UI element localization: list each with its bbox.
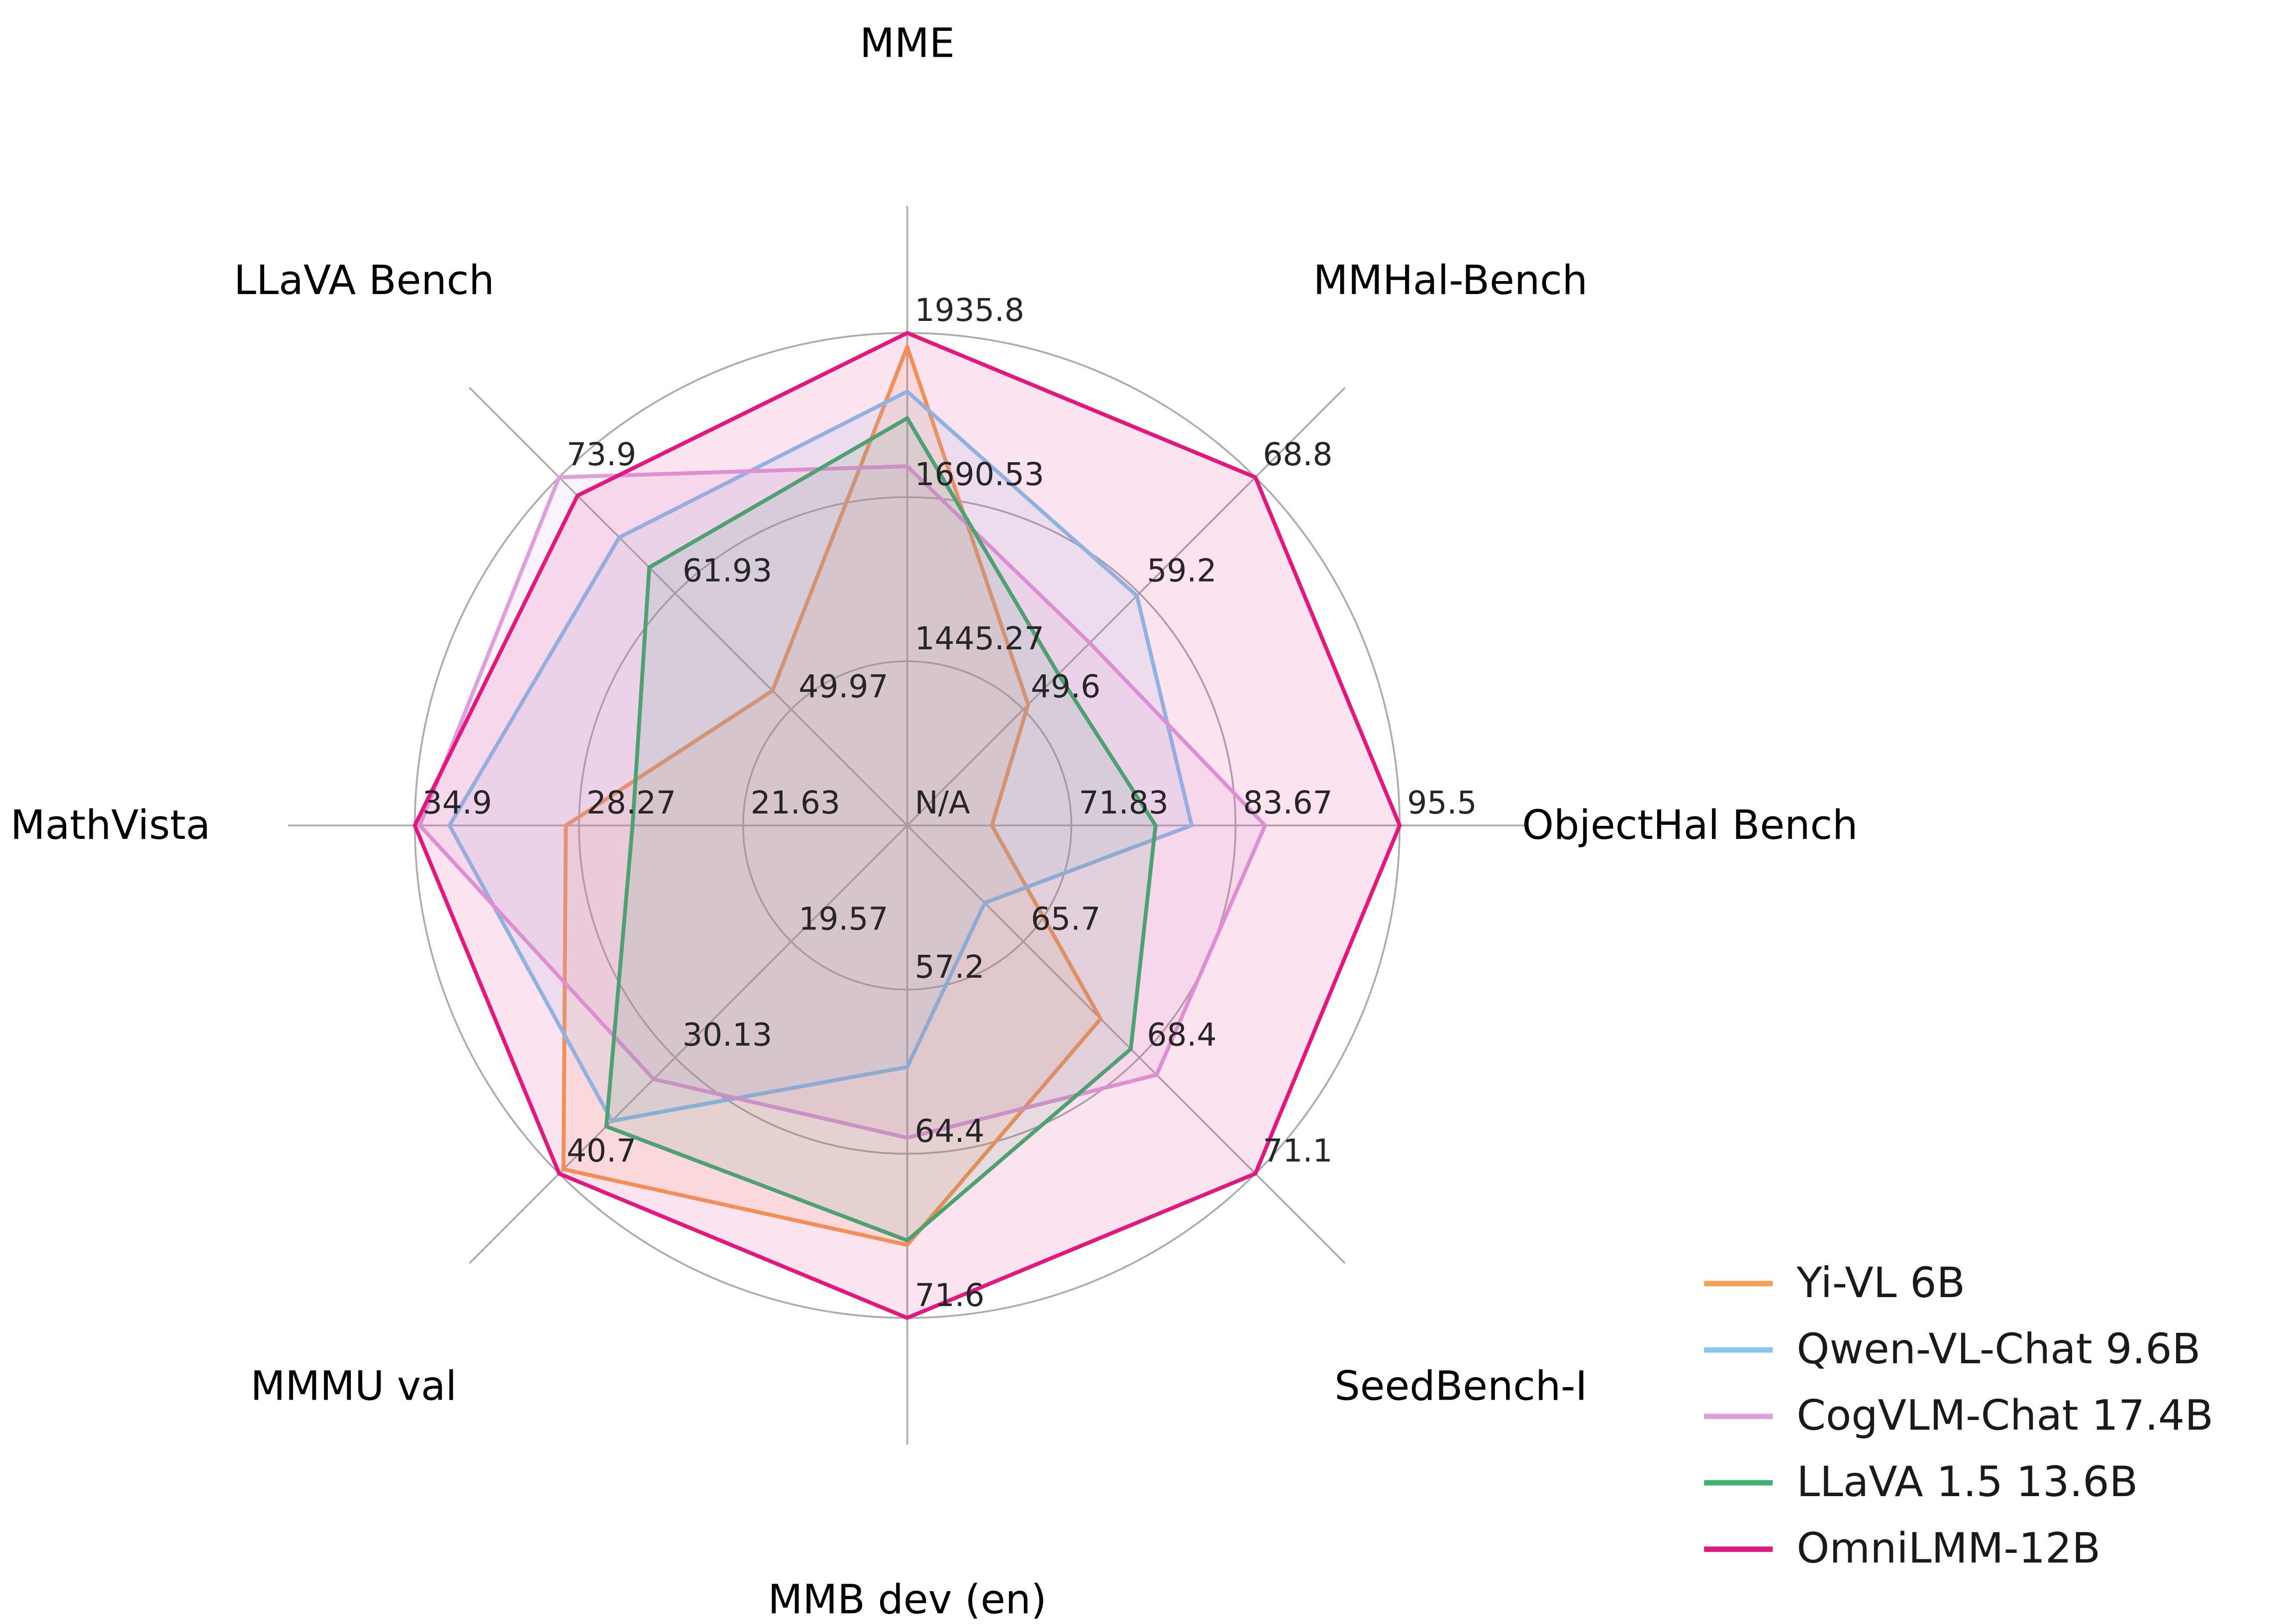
tick-label-mmmu-val-2: 30.13 <box>683 1017 772 1053</box>
axis-label-mmb-dev-en: MMB dev (en) <box>768 1577 1047 1624</box>
tick-label-mmb-dev-en-3: 71.6 <box>915 1277 985 1314</box>
legend-item-qwen-vl-chat-9-6b: Qwen-VL-Chat 9.6B <box>1704 1324 2200 1373</box>
legend-label-cogvlm-chat-17-4b: CogVLM-Chat 17.4B <box>1796 1391 2213 1440</box>
tick-label-seedbench-i-2: 68.4 <box>1147 1017 1216 1053</box>
legend-label-yi-vl-6b: Yi-VL 6B <box>1796 1258 1965 1307</box>
axis-label-objecthal-bench: ObjectHal Bench <box>1522 802 1858 849</box>
tick-label-mmhal-bench-3: 68.8 <box>1263 436 1332 473</box>
tick-label-llava-bench-1: 49.97 <box>798 669 888 705</box>
axis-spoke-mmmu-val <box>469 824 908 1264</box>
tick-label-objecthal-bench-2: 83.67 <box>1243 785 1332 821</box>
center-tick-label: N/A <box>915 785 970 821</box>
tick-label-llava-bench-3: 73.9 <box>567 436 636 473</box>
tick-label-objecthal-bench-1: 71.83 <box>1079 785 1169 821</box>
axis-label-mmhal-bench: MMHal-Bench <box>1313 257 1588 304</box>
tick-label-mme-1: 1445.27 <box>915 620 1044 657</box>
axis-label-llava-bench: LLaVA Bench <box>234 257 495 304</box>
axis-label-mathvista: MathVista <box>10 802 210 849</box>
legend-label-qwen-vl-chat-9-6b: Qwen-VL-Chat 9.6B <box>1796 1324 2200 1373</box>
legend-item-omnilmm-12b: OmniLMM-12B <box>1704 1524 2100 1573</box>
tick-label-objecthal-bench-3: 95.5 <box>1407 785 1477 821</box>
tick-label-mmb-dev-en-2: 64.4 <box>915 1113 985 1149</box>
axis-spoke-seedbench-i <box>906 824 1346 1264</box>
axis-label-seedbench-i: SeedBench-I <box>1334 1363 1587 1410</box>
tick-label-seedbench-i-1: 65.7 <box>1031 901 1100 937</box>
legend-item-yi-vl-6b: Yi-VL 6B <box>1704 1258 1965 1307</box>
tick-label-mathvista-2: 28.27 <box>587 785 676 821</box>
legend-item-cogvlm-chat-17-4b: CogVLM-Chat 17.4B <box>1704 1391 2213 1440</box>
axis-label-mmmu-val: MMMU val <box>251 1363 457 1410</box>
tick-label-mme-3: 1935.8 <box>915 292 1024 328</box>
series-polygon-cogvlm-chat-17-4b <box>417 464 1267 1140</box>
legend-item-llava-1-5-13-6b: LLaVA 1.5 13.6B <box>1704 1457 2138 1506</box>
legend-label-llava-1-5-13-6b: LLaVA 1.5 13.6B <box>1796 1457 2138 1506</box>
legend-label-omnilmm-12b: OmniLMM-12B <box>1796 1524 2100 1573</box>
axis-spoke-llava-bench <box>469 387 908 826</box>
tick-label-mathvista-1: 21.63 <box>751 785 840 821</box>
axis-label-mme: MME <box>860 20 955 67</box>
tick-label-mmhal-bench-2: 59.2 <box>1147 552 1216 589</box>
series-polygon-omnilmm-12b <box>412 331 1402 1320</box>
tick-label-mmmu-val-1: 19.57 <box>798 901 888 937</box>
tick-label-llava-bench-2: 61.93 <box>683 552 772 589</box>
axis-spoke-mmhal-bench <box>906 387 1346 826</box>
tick-label-mmhal-bench-1: 49.6 <box>1031 669 1100 705</box>
tick-label-mathvista-3: 34.9 <box>422 785 492 821</box>
series-polygon-yi-vl-6b <box>561 345 1103 1247</box>
tick-label-seedbench-i-3: 71.1 <box>1263 1133 1332 1169</box>
series-polygon-llava-1-5-13-6b <box>604 416 1158 1243</box>
tick-label-mmmu-val-3: 40.7 <box>567 1133 636 1169</box>
tick-label-mmb-dev-en-1: 57.2 <box>915 949 985 985</box>
tick-label-mme-2: 1690.53 <box>915 456 1044 493</box>
series-polygon-qwen-vl-chat-9-6b <box>447 389 1194 1123</box>
